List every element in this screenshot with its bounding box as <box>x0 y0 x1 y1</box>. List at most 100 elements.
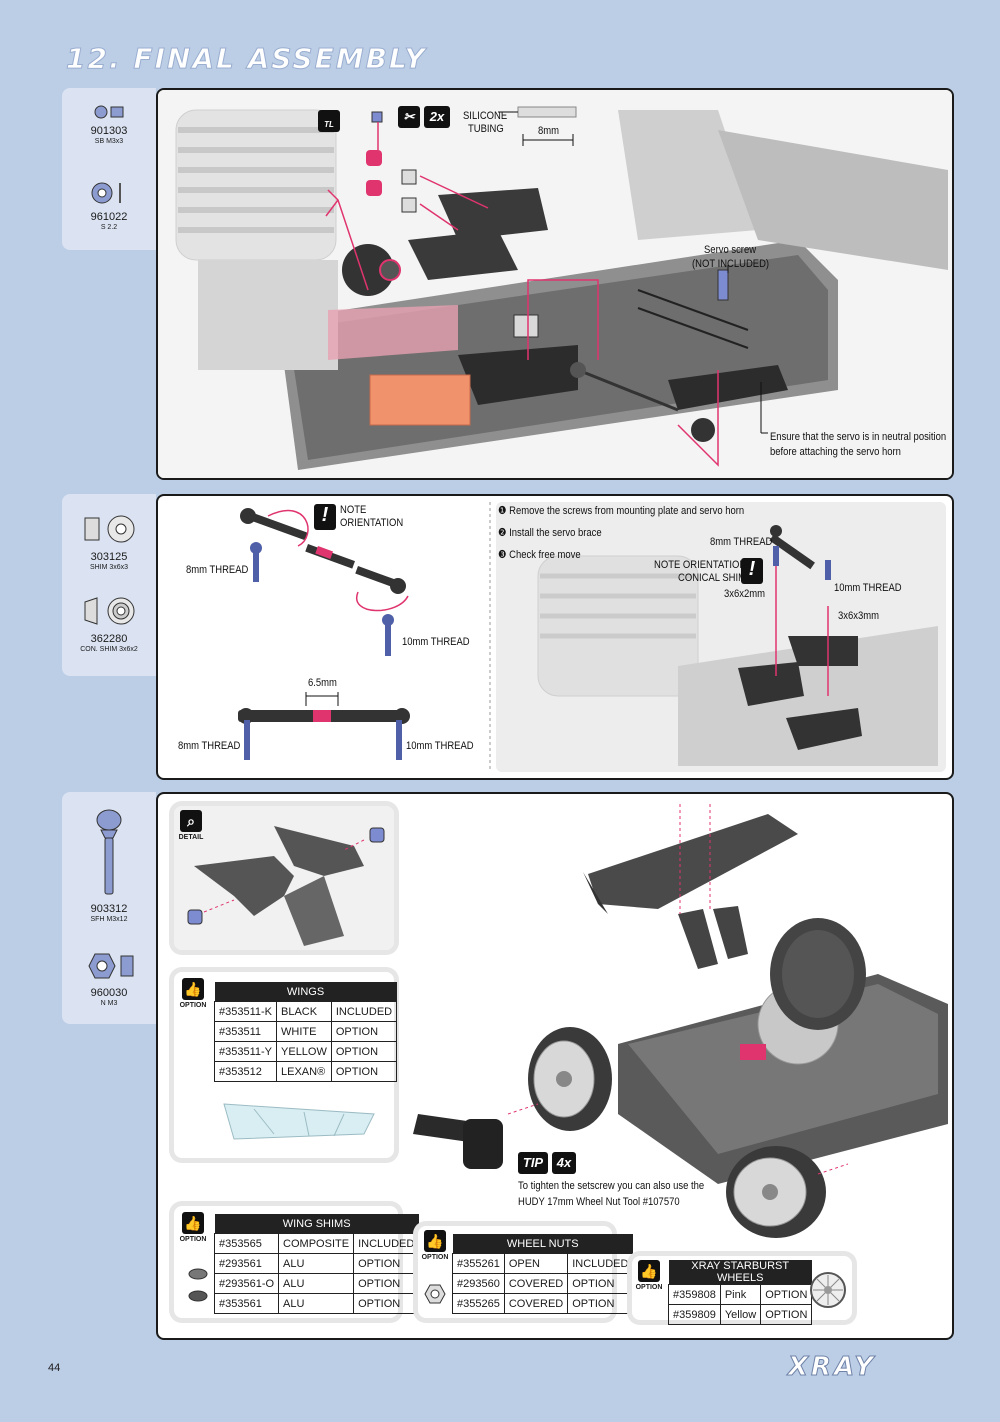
table-title: WING SHIMS <box>214 1214 419 1234</box>
page-title: 12. FINAL ASSEMBLY <box>66 42 427 76</box>
detail-label: DETAIL <box>178 834 204 841</box>
option-label: OPTION <box>179 1002 207 1009</box>
part-code: 362280 <box>90 633 128 645</box>
table-cell: ALU <box>278 1253 355 1274</box>
part-code: 961022 <box>90 211 128 223</box>
option-badge: 👍 OPTION <box>634 1260 664 1291</box>
option-label: OPTION <box>635 1284 663 1291</box>
orientation-label: NOTE ORIENTATION <box>654 559 747 571</box>
servo-screw-label: Servo screw <box>704 244 757 256</box>
table-cell: WHITE <box>276 1021 332 1042</box>
xray-logo: XRAY <box>787 1352 877 1383</box>
table-cell: #353561 <box>213 1293 280 1314</box>
silicone-label: TUBING <box>468 123 504 135</box>
table-cell: OPTION <box>330 1061 398 1082</box>
thread-label: 8mm THREAD <box>710 536 773 548</box>
count-badge: 4x <box>552 1152 576 1174</box>
silicone-label: SILICONE <box>463 110 508 122</box>
part-901303: 901303 SB M3x3 <box>62 104 156 146</box>
part-code: 903312 <box>90 903 128 915</box>
part-961022: 961022 S 2.2 <box>62 180 156 232</box>
table-cell: #293561 <box>213 1253 280 1274</box>
shim-samples-icon <box>188 1268 208 1302</box>
table-cell: OPTION <box>567 1273 634 1294</box>
parts-panel-3: 903312 SFH M3x12 960030 N M3 <box>62 792 156 1024</box>
table-cell: #293561-O <box>213 1273 280 1294</box>
table-cell: Yellow <box>719 1304 762 1325</box>
tip-badge: TIP <box>518 1152 548 1174</box>
shim-icon <box>84 515 135 543</box>
table-cell: OPTION <box>330 1041 398 1062</box>
part-desc: SHIM 3x6x3 <box>89 564 129 571</box>
set-screw-icon <box>94 105 124 119</box>
table-title: XRAY STARBURST WHEELS <box>668 1260 812 1285</box>
table-cell: #353512 <box>213 1061 278 1082</box>
neutral-note: Ensure that the servo is in neutral posi… <box>770 431 947 443</box>
part-960030: 960030 N M3 <box>62 950 156 1008</box>
table-cell: #353511-Y <box>213 1041 278 1062</box>
neutral-note: before attaching the servo horn <box>770 446 901 458</box>
note-label: ORIENTATION <box>340 517 404 529</box>
part-code: 303125 <box>90 551 128 563</box>
step-1-box: TL ✂ 2x SILICONE TUBING 8mm Servo screw … <box>156 88 954 480</box>
thread-label: 10mm THREAD <box>834 582 902 594</box>
table-title: WINGS <box>214 982 397 1002</box>
option-badge: 👍 OPTION <box>178 978 208 1009</box>
gap-label: 6.5mm <box>308 677 337 689</box>
table-cell: INCLUDED <box>330 1001 398 1022</box>
part-362280: 362280 CON. SHIM 3x6x2 <box>62 594 156 654</box>
servo-assembly-illustration <box>158 90 952 478</box>
thread-label: 8mm THREAD <box>178 740 241 752</box>
table-cell: OPTION <box>353 1273 420 1294</box>
washer-icon <box>91 182 121 204</box>
tip-text: HUDY 17mm Wheel Nut Tool #107570 <box>518 1196 680 1208</box>
table-cell: Pink <box>719 1284 762 1305</box>
allen-wrench-icon: TL <box>318 110 340 132</box>
table-cell: #353511 <box>213 1021 278 1042</box>
instruction-text: Check free move <box>509 549 581 561</box>
table-cell: COVERED <box>503 1273 569 1294</box>
part-903312: 903312 SFH M3x12 <box>62 808 156 924</box>
orientation-label: CONICAL SHIM <box>678 572 746 584</box>
wheel-nut-icon <box>424 1284 446 1304</box>
table-cell: #293560 <box>452 1273 505 1294</box>
tool-label: TL <box>324 120 334 129</box>
warning-icon: ! <box>314 504 336 530</box>
option-badge: 👍 OPTION <box>420 1230 450 1261</box>
wing-mount-detail <box>174 806 394 950</box>
instruction-text: Remove the screws from mounting plate an… <box>509 505 745 517</box>
instruction-text: Install the servo brace <box>509 527 602 539</box>
tube-length-label: 8mm <box>538 125 560 137</box>
table-cell: YELLOW <box>276 1041 332 1062</box>
option-badge: 👍 OPTION <box>178 1212 208 1243</box>
thread-label: 10mm THREAD <box>402 636 470 648</box>
part-desc: SFH M3x12 <box>90 916 128 923</box>
thread-label: 8mm THREAD <box>186 564 249 576</box>
table-cell: LEXAN® <box>276 1061 332 1082</box>
magnifier-icon: ⌕ <box>180 810 202 832</box>
table-cell: #359809 <box>668 1304 721 1325</box>
table-cell: ALU <box>278 1293 355 1314</box>
table-cell: #359808 <box>668 1284 721 1305</box>
thumbs-up-icon: 👍 <box>424 1230 446 1252</box>
thumbs-up-icon: 👍 <box>182 1212 204 1234</box>
table-cell: OPEN <box>503 1253 569 1274</box>
step-2-box: ! NOTE ORIENTATION 8mm THREAD 10mm THREA… <box>156 494 954 780</box>
